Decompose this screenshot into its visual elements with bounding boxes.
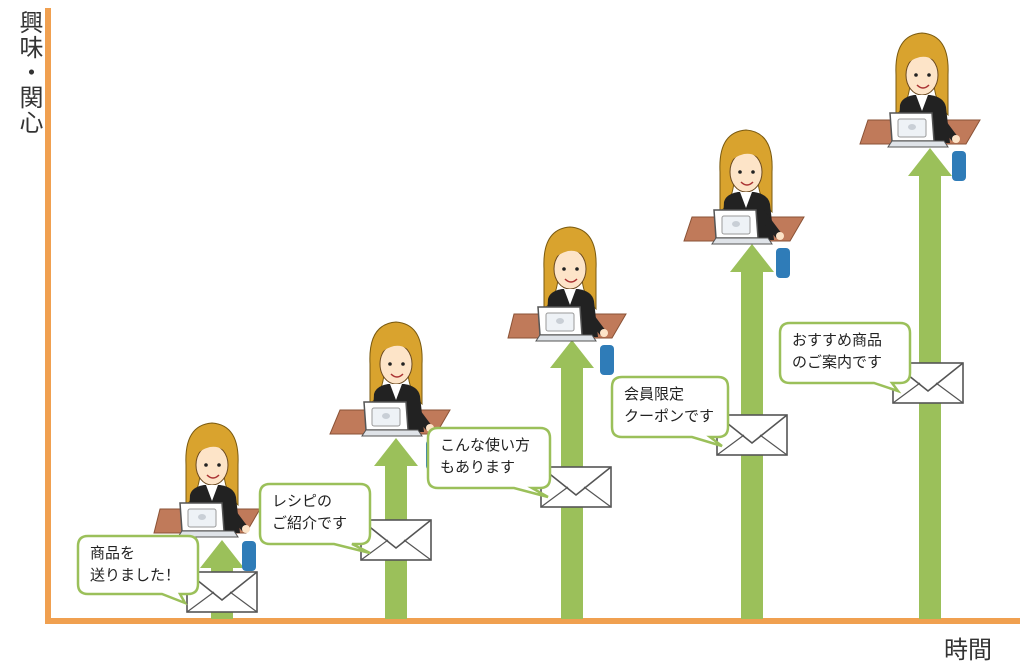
arrow-head: [908, 148, 952, 176]
x-axis-label: 時間: [944, 636, 992, 664]
envelope-icon: [360, 519, 432, 561]
speech-bubble-text: 商品を 送りました！: [90, 544, 181, 584]
arrow-head: [550, 340, 594, 368]
speech-bubble-text: こんな使い方 もあります: [440, 436, 531, 476]
speech-bubble: [778, 321, 912, 394]
step-4: [610, 129, 805, 619]
speech-bubble: [76, 534, 200, 606]
step-1: [76, 422, 261, 619]
speech-bubble-text: おすすめ商品 のご案内です: [792, 331, 883, 371]
steps-layer: [76, 32, 981, 619]
speech-bubble: [610, 375, 730, 448]
step-3: [426, 226, 627, 619]
arrow-head: [200, 540, 244, 568]
arrow-head: [374, 438, 418, 466]
step-2: [258, 321, 451, 619]
speech-bubble: [426, 426, 552, 499]
speech-bubble-text: 会員限定 クーポンです: [624, 385, 715, 425]
step-5: [778, 32, 981, 619]
speech-bubble-text: レシピの ご紹介です: [272, 492, 348, 532]
envelope-icon: [540, 466, 612, 508]
y-axis-label: 興味・関心: [15, 10, 43, 135]
speech-bubble: [258, 482, 372, 555]
arrow-head: [730, 244, 774, 272]
